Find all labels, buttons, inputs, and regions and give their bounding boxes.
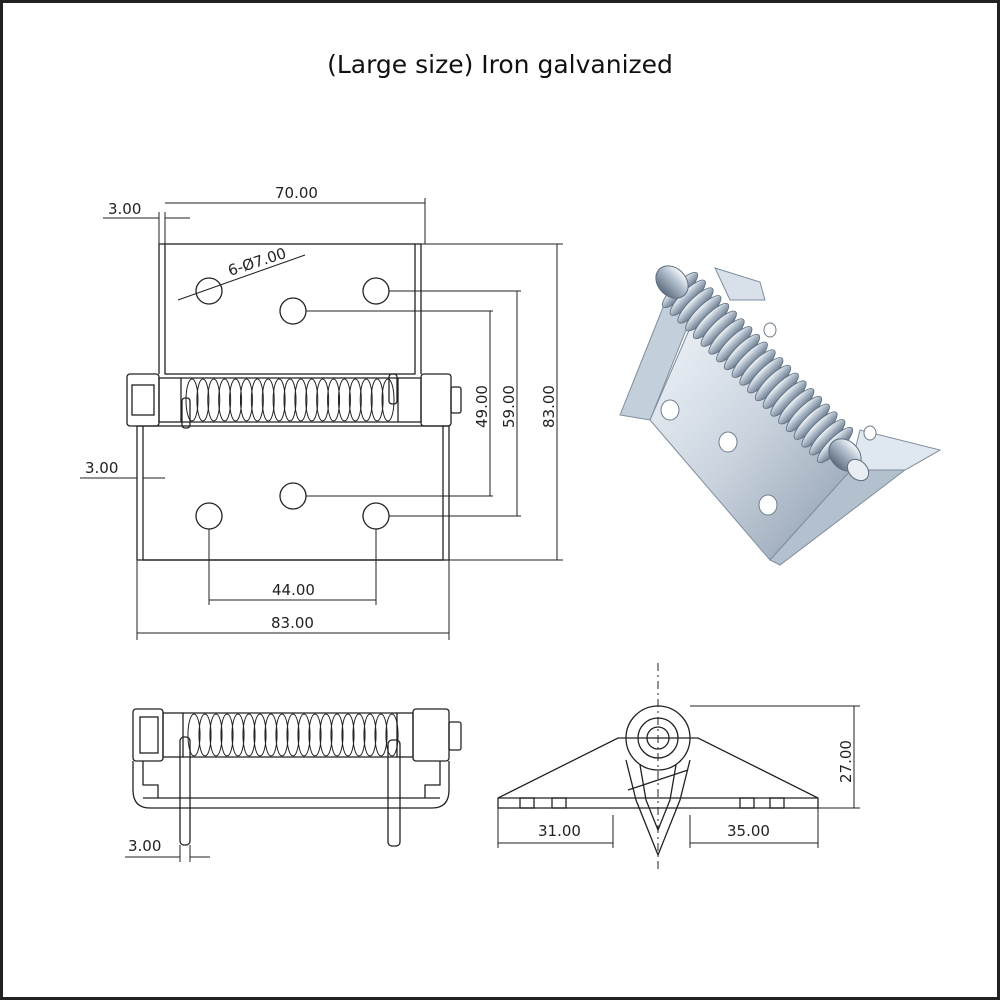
spring-coil bbox=[239, 378, 253, 422]
spring-coil bbox=[374, 713, 388, 757]
spring-coil bbox=[187, 713, 201, 757]
hole bbox=[362, 277, 390, 305]
end-view: 27.00 31.00 35.00 bbox=[497, 663, 860, 870]
spring-coil bbox=[294, 378, 308, 422]
spring-coils bbox=[185, 378, 395, 422]
dim-height-total: 83.00 bbox=[540, 385, 558, 428]
lower-leaf bbox=[142, 425, 444, 561]
spring-coil bbox=[385, 713, 399, 757]
dim-side-height: 27.00 bbox=[837, 740, 855, 783]
top-view: 3.00 bbox=[125, 708, 462, 862]
dim-side-right: 35.00 bbox=[727, 822, 770, 840]
spring-coil bbox=[220, 713, 234, 757]
spring-coil bbox=[348, 378, 362, 422]
spring-coil bbox=[264, 713, 278, 757]
dim-top-gap: 3.00 bbox=[108, 200, 141, 218]
hole bbox=[362, 502, 390, 530]
front-view: 3.00 70.00 6-Ø7.00 49.00 59.00 83.00 3.0… bbox=[80, 184, 563, 640]
dim-width-total: 83.00 bbox=[271, 614, 314, 632]
spring-coil bbox=[207, 378, 221, 422]
spring-coil bbox=[242, 713, 256, 757]
dim-height-inner: 49.00 bbox=[473, 385, 491, 428]
spring-coil bbox=[370, 378, 384, 422]
hinge-product-photo bbox=[619, 265, 942, 566]
hole bbox=[195, 502, 223, 530]
dim-pin-gap: 3.00 bbox=[128, 837, 161, 855]
dim-side-left: 31.00 bbox=[538, 822, 581, 840]
hole bbox=[195, 277, 223, 305]
spring-coil bbox=[272, 378, 286, 422]
spring-coil bbox=[231, 713, 245, 757]
spring-coil bbox=[316, 378, 330, 422]
spring-coil bbox=[283, 378, 297, 422]
spring-coil bbox=[250, 378, 264, 422]
dim-left-gap: 3.00 bbox=[85, 459, 118, 477]
dim-height-mid: 59.00 bbox=[500, 385, 518, 428]
dim-hole-spec: 6-Ø7.00 bbox=[226, 244, 289, 280]
spring-coil bbox=[341, 713, 355, 757]
spring-coil bbox=[297, 713, 311, 757]
hole bbox=[279, 297, 307, 325]
dim-top-width: 70.00 bbox=[275, 184, 318, 202]
spring-coil bbox=[275, 713, 289, 757]
hole bbox=[279, 482, 307, 510]
spring-coil bbox=[198, 713, 212, 757]
spring-coil bbox=[330, 713, 344, 757]
dim-hole-spacing: 44.00 bbox=[272, 581, 315, 599]
spring-coil bbox=[337, 378, 351, 422]
spring-coil bbox=[218, 378, 232, 422]
spring-coil bbox=[229, 378, 243, 422]
spring-coil bbox=[352, 713, 366, 757]
diagram-title: (Large size) Iron galvanized bbox=[327, 50, 673, 79]
spring-coil bbox=[185, 378, 199, 422]
spring-coil bbox=[305, 378, 319, 422]
spring-coil bbox=[363, 713, 377, 757]
spring-coil bbox=[319, 713, 333, 757]
spring-coil bbox=[359, 378, 373, 422]
spring-coil bbox=[327, 378, 341, 422]
spring-coil bbox=[196, 378, 210, 422]
spring-coil bbox=[209, 713, 223, 757]
spring-coil bbox=[381, 378, 395, 422]
spring-coil bbox=[286, 713, 300, 757]
upper-leaf bbox=[164, 243, 416, 375]
knuckle-right bbox=[420, 373, 452, 427]
spring-coil bbox=[261, 378, 275, 422]
spring-coil bbox=[308, 713, 322, 757]
spring-coil bbox=[253, 713, 267, 757]
